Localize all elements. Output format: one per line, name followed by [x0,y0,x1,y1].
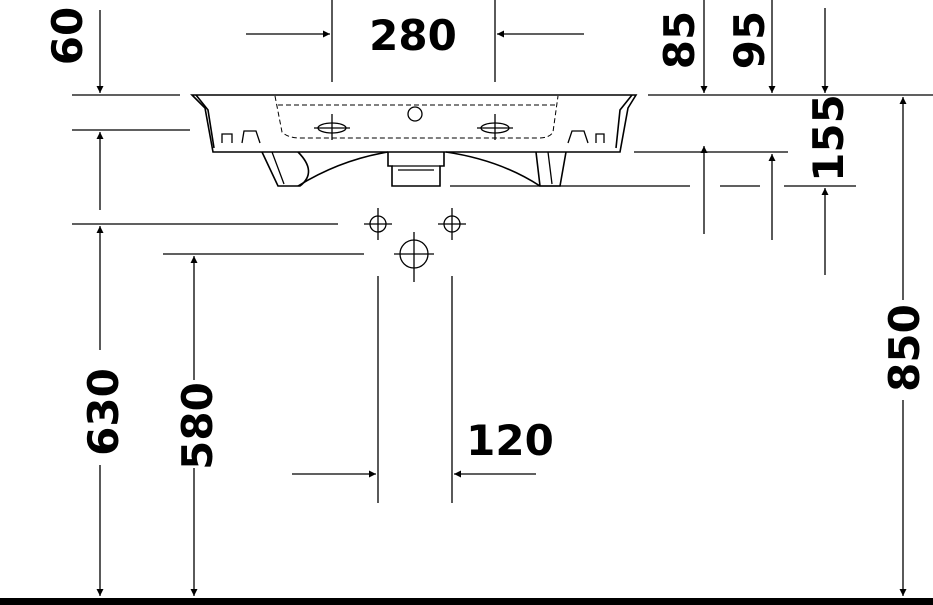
tap-hole-left-icon [314,114,350,140]
dim-label-top-depth: 60 [43,7,92,65]
overflow-hole-icon [407,106,423,122]
pipe-connection-left-icon [364,208,392,240]
extension-lines [72,0,933,503]
dim-label-waste-height-inner: 580 [173,382,222,470]
dim-label-waste-spacing: 120 [466,416,554,465]
floor-line [0,598,933,605]
dim-label-rim-to-bracket: 85 [655,11,704,69]
dim-label-bowl-height: 155 [804,94,853,182]
dim-label-total-height: 850 [880,304,929,392]
dim-label-waste-height: 630 [79,368,128,456]
dim-label-rim-to-bracket-lower: 95 [725,11,774,69]
dimension-arrows [96,0,907,596]
dim-label-tap-spacing: 280 [369,11,457,60]
tap-hole-right-icon [477,114,513,140]
waste-outlet [387,152,445,187]
pipe-connection-right-icon [438,208,466,240]
waste-connection-icon [394,232,434,282]
basin-body [190,94,638,187]
